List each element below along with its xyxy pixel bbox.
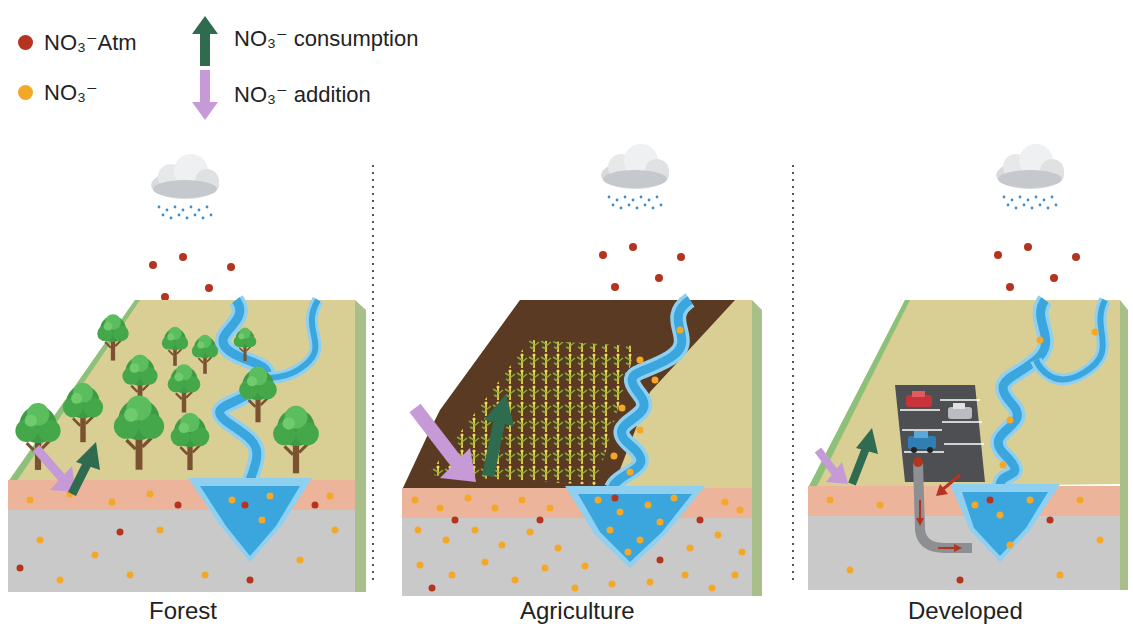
parking-lot [895,385,985,482]
legend-swatch [18,85,33,100]
panel-divider [372,165,374,585]
panel-label: Forest [149,597,217,625]
panel-label: Developed [908,597,1023,625]
legend-arrow [190,70,220,122]
legend-swatch [18,35,33,50]
car [906,391,972,453]
legend-text: NO₃⁻Atm [44,30,137,56]
legend-arrow [190,14,220,66]
rain-cloud [149,144,1080,301]
legend-text: NO₃⁻ consumption [234,26,418,52]
panel-label: Agriculture [520,597,635,625]
legend-text: NO₃⁻ addition [234,82,371,108]
storm-pipe [918,462,972,548]
forest-block [8,300,366,592]
panel-divider [792,165,794,585]
agriculture-block [402,300,762,596]
legend-text: NO₃⁻ [44,80,98,106]
developed-block [808,300,1128,590]
